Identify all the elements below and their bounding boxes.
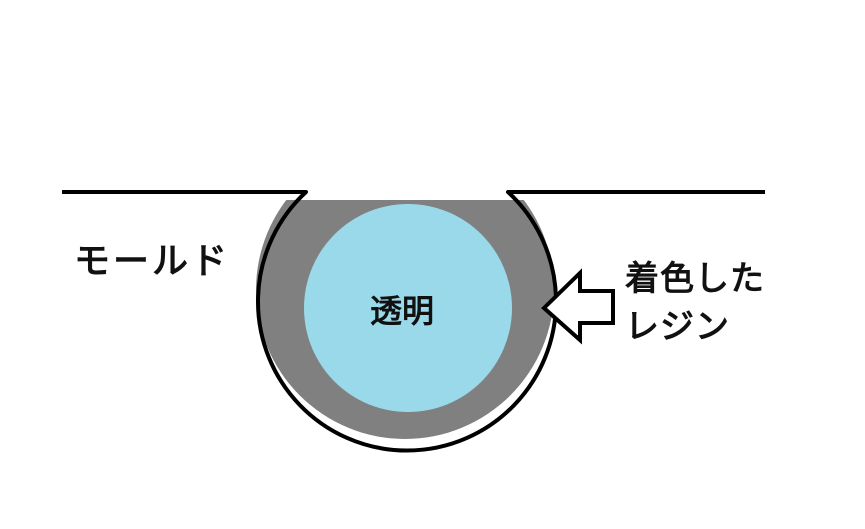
mold-label: モールド [74, 241, 230, 282]
colored-resin-label-line2: レジン [625, 307, 730, 347]
colored-resin-label-line1: 着色した [624, 259, 765, 299]
clear-resin-core [304, 204, 512, 412]
clear-resin-label: 透明 [370, 292, 434, 330]
mold-outline [62, 190, 765, 453]
pointer-arrow-icon [541, 268, 615, 345]
